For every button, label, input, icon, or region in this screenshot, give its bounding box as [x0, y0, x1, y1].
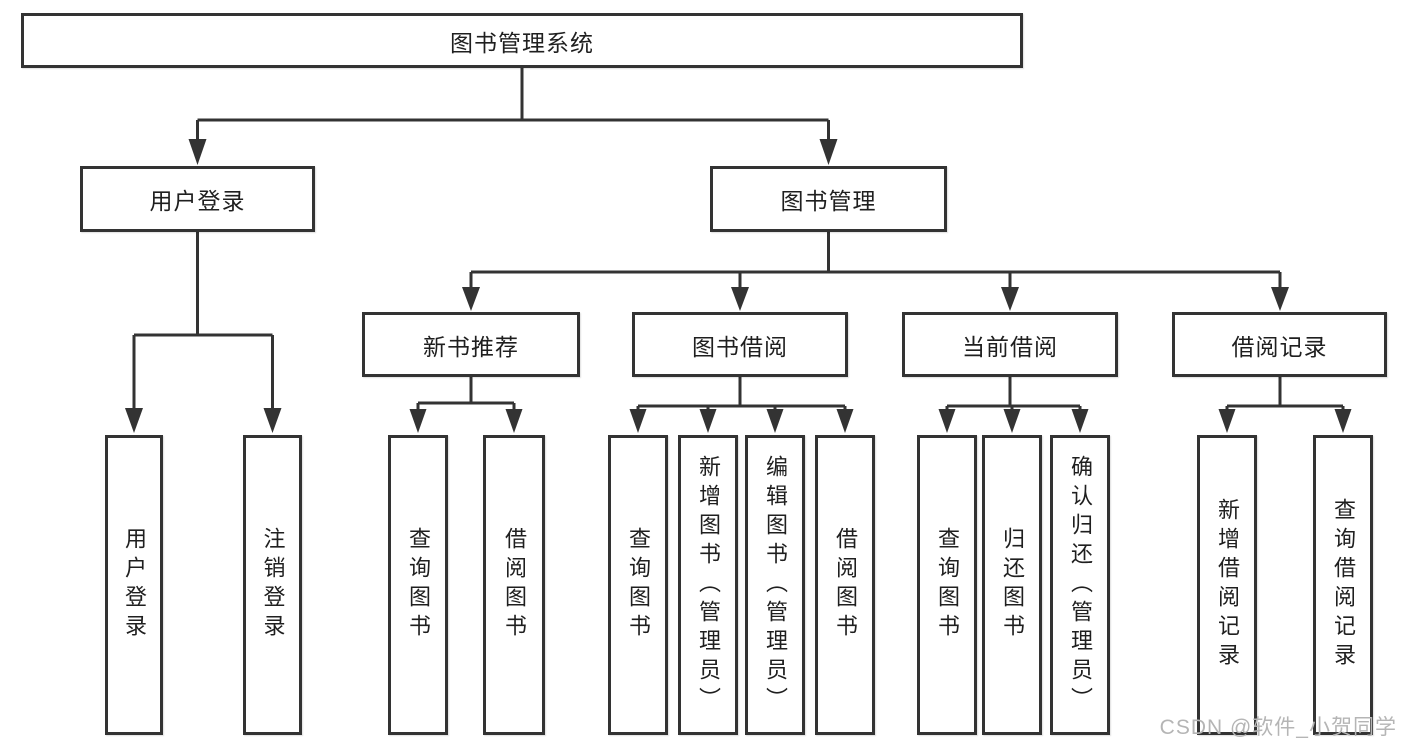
arrow-down-icon	[505, 409, 523, 433]
arrow-down-icon	[263, 408, 282, 433]
arrow-down-icon	[1001, 287, 1019, 311]
leaf-query-books-current-label: 查询图书	[935, 527, 960, 643]
leaf-logout-label: 注销登录	[260, 527, 286, 643]
node-book-borrowing-label: 图书借阅	[692, 333, 788, 360]
leaf-borrow-books-recommend: 借阅图书	[483, 435, 545, 735]
arrow-down-icon	[1271, 287, 1289, 311]
leaf-user-login: 用户登录	[105, 435, 163, 735]
leaf-add-borrow-record: 新增借阅记录	[1197, 435, 1257, 735]
node-user-login: 用户登录	[80, 166, 315, 232]
leaf-query-books-recommend-label: 查询图书	[406, 527, 431, 643]
node-book-management-label: 图书管理	[780, 188, 877, 214]
arrow-down-icon	[1218, 409, 1236, 433]
leaf-logout: 注销登录	[243, 435, 302, 735]
leaf-query-books-current: 查询图书	[917, 435, 977, 735]
node-borrowing-records: 借阅记录	[1172, 312, 1387, 377]
arrow-down-icon	[731, 287, 749, 311]
arrow-down-icon	[1003, 409, 1021, 433]
leaf-query-books-borrowing-label: 查询图书	[626, 527, 651, 643]
arrow-down-icon	[125, 408, 143, 433]
leaf-query-borrow-record-label: 查询借阅记录	[1331, 498, 1356, 672]
node-book-borrowing: 图书借阅	[632, 312, 848, 377]
node-book-management: 图书管理	[710, 166, 947, 232]
watermark: CSDN @软件_小贺同学	[1159, 716, 1397, 739]
arrow-down-icon	[699, 409, 717, 433]
arrow-down-icon	[1334, 409, 1352, 433]
arrow-down-icon	[188, 139, 207, 165]
leaf-edit-book-admin: 编辑图书（管理员）	[745, 435, 805, 735]
leaf-edit-book-admin-label: 编辑图书（管理员）	[763, 454, 788, 716]
leaf-confirm-return-admin: 确认归还（管理员）	[1050, 435, 1110, 735]
node-current-borrowing-label: 当前借阅	[962, 333, 1058, 360]
leaf-add-book-admin: 新增图书（管理员）	[678, 435, 738, 735]
arrow-down-icon	[1071, 409, 1089, 433]
leaf-return-books-label: 归还图书	[1000, 527, 1025, 643]
arrow-down-icon	[819, 139, 838, 165]
node-borrowing-records-label: 借阅记录	[1231, 333, 1328, 360]
leaf-user-login-label: 用户登录	[122, 527, 147, 643]
arrow-down-icon	[938, 409, 956, 433]
leaf-borrow-books-label: 借阅图书	[833, 527, 858, 643]
leaf-return-books: 归还图书	[982, 435, 1042, 735]
leaf-borrow-books: 借阅图书	[815, 435, 875, 735]
leaf-query-books-recommend: 查询图书	[388, 435, 448, 735]
leaf-query-borrow-record: 查询借阅记录	[1313, 435, 1373, 735]
leaf-add-borrow-record-label: 新增借阅记录	[1215, 498, 1240, 672]
arrow-down-icon	[836, 409, 854, 433]
node-user-login-label: 用户登录	[149, 188, 246, 214]
arrow-down-icon	[462, 287, 480, 311]
leaf-query-books-borrowing: 查询图书	[608, 435, 668, 735]
arrow-down-icon	[409, 409, 427, 433]
arrow-down-icon	[629, 409, 647, 433]
node-root: 图书管理系统	[21, 13, 1023, 68]
node-new-book-recommendation: 新书推荐	[362, 312, 580, 377]
leaf-add-book-admin-label: 新增图书（管理员）	[696, 454, 721, 716]
arrow-down-icon	[766, 409, 784, 433]
node-current-borrowing: 当前借阅	[902, 312, 1118, 377]
leaf-borrow-books-recommend-label: 借阅图书	[502, 527, 527, 643]
node-new-book-recommendation-label: 新书推荐	[423, 333, 519, 360]
leaf-confirm-return-admin-label: 确认归还（管理员）	[1068, 454, 1093, 716]
node-root-label: 图书管理系统	[450, 29, 594, 56]
